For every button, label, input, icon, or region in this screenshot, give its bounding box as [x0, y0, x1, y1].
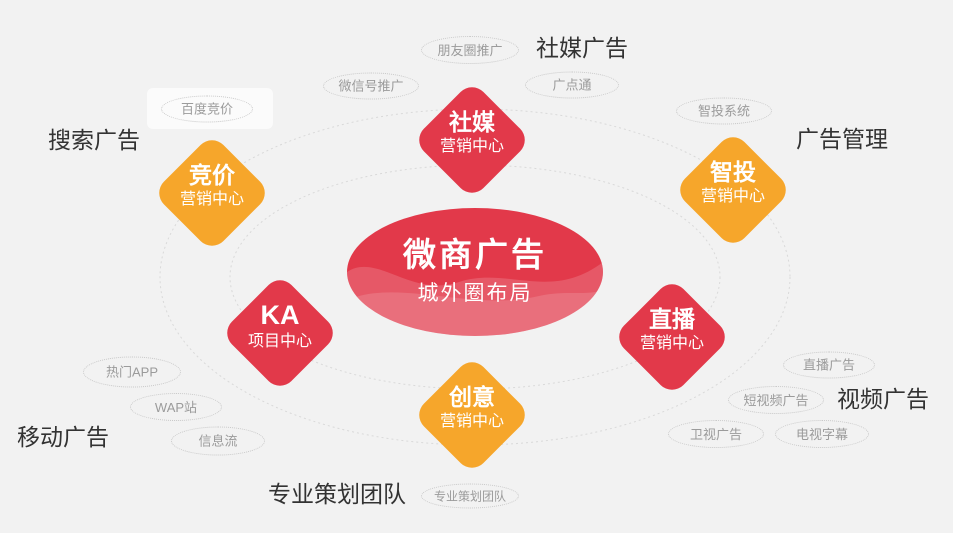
center-node: 微商广告 城外圈布局	[347, 208, 603, 336]
tag-guangdiantong: 广点通	[525, 71, 619, 99]
diamond-label: 竞价	[189, 162, 235, 189]
diamond-node-smart-invest: 智投 营销中心	[673, 130, 793, 250]
tag-wechat-id-promo: 微信号推广	[323, 72, 419, 100]
diamond-node-creative: 创意 营销中心	[412, 355, 532, 475]
diamond-node-ka: KA 项目中心	[220, 273, 340, 393]
diamond-label: 创意	[449, 384, 495, 411]
heading-ad-management: 广告管理	[796, 126, 888, 152]
orbit-ring-outer	[159, 108, 791, 446]
diamond-label: 直播	[649, 306, 695, 333]
diamond-label: KA	[260, 299, 300, 330]
wave-decoration	[347, 262, 603, 336]
diamond-label: 社媒	[449, 109, 495, 136]
diamond-node-social-media: 社媒 营销中心	[412, 80, 532, 200]
diamond-sublabel: 营销中心	[700, 188, 765, 206]
tag-wap-site: WAP站	[130, 393, 222, 421]
heading-planning-team: 专业策划团队	[268, 481, 406, 507]
diamond-sublabel: 营销中心	[439, 413, 504, 431]
tag-hot-app: 热门APP	[83, 356, 181, 388]
diamond-sublabel: 项目中心	[247, 333, 312, 351]
diamond-sublabel: 营销中心	[439, 138, 504, 156]
tag-tv-subtitles: 电视字幕	[775, 420, 869, 448]
heading-mobile-ads: 移动广告	[17, 424, 109, 450]
tag-info-feed: 信息流	[171, 426, 265, 456]
heading-search-ads: 搜索广告	[48, 127, 140, 153]
diamond-node-bidding: 竞价 营销中心	[152, 133, 272, 253]
diamond-node-live-stream: 直播 营销中心	[612, 277, 732, 397]
tag-moments-promo: 朋友圈推广	[421, 36, 519, 64]
tag-planning-team: 专业策划团队	[421, 483, 519, 509]
tag-live-ads: 直播广告	[783, 351, 875, 379]
tag-baidu-bidding: 百度竞价	[161, 95, 253, 123]
center-title: 微商广告	[403, 235, 547, 273]
diamond-label: 智投	[710, 159, 756, 186]
diamond-sublabel: 营销中心	[179, 191, 244, 209]
heading-video-ads: 视频广告	[837, 386, 929, 412]
tag-satellite-tv-ads: 卫视广告	[668, 420, 764, 448]
diamond-sublabel: 营销中心	[639, 335, 704, 353]
tag-short-video-ads: 短视频广告	[728, 386, 824, 414]
heading-social-ads: 社媒广告	[536, 35, 628, 61]
tag-smart-invest-sys: 智投系统	[676, 97, 772, 125]
center-subtitle: 城外圈布局	[417, 282, 533, 306]
